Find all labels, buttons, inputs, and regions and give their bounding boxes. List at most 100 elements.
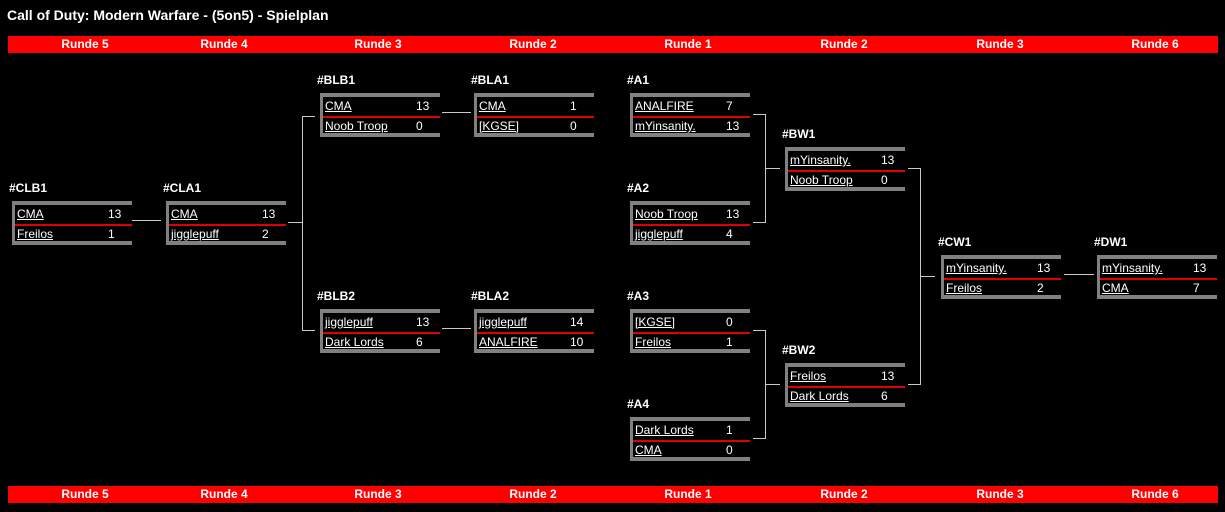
round-label: Runde 3 — [976, 37, 1024, 51]
page-title: Call of Duty: Modern Warfare - (5on5) - … — [7, 7, 329, 23]
team-score: 1 — [726, 335, 733, 349]
team-link[interactable]: Noob Troop — [635, 207, 698, 221]
team-link[interactable]: Dark Lords — [790, 389, 849, 403]
team-link[interactable]: CMA — [1102, 281, 1129, 295]
team-row: jigglepuff 2 — [171, 226, 286, 243]
team-score: 13 — [726, 207, 740, 221]
team-score: 10 — [570, 335, 584, 349]
match-label-bla2: #BLA2 — [471, 289, 510, 303]
match-label-clb1: #CLB1 — [9, 181, 48, 195]
team-score: 2 — [262, 227, 269, 241]
team-link[interactable]: jigglepuff — [171, 227, 219, 241]
team-link[interactable]: [KGSE] — [479, 119, 520, 133]
team-score: 4 — [726, 227, 733, 241]
row-separator — [788, 386, 905, 388]
connector-line — [753, 330, 765, 331]
team-link[interactable]: CMA — [171, 207, 198, 221]
team-row: CMA 13 — [17, 206, 132, 223]
round-label: Runde 2 — [820, 37, 868, 51]
team-score: 0 — [570, 119, 577, 133]
team-row: mYinsanity.13 — [635, 118, 750, 135]
team-row: CMA 1 — [479, 98, 594, 115]
round-label: Runde 5 — [61, 37, 109, 51]
row-separator — [323, 116, 440, 118]
connector-line — [920, 276, 935, 277]
team-score: 13 — [881, 369, 895, 383]
team-row: CMA 13 — [325, 98, 440, 115]
team-score: 0 — [726, 315, 733, 329]
team-link[interactable]: CMA — [325, 99, 352, 113]
connector-line — [1064, 274, 1094, 275]
team-link[interactable]: jigglepuff — [325, 315, 373, 329]
team-link[interactable]: ANALFIRE — [479, 335, 538, 349]
round-label: Runde 1 — [664, 487, 712, 501]
team-score: 13 — [108, 207, 122, 221]
team-link[interactable]: Freilos — [790, 369, 827, 383]
team-link[interactable]: CMA — [17, 207, 44, 221]
team-score: 13 — [416, 99, 430, 113]
connector-line — [765, 168, 780, 169]
team-link[interactable]: Freilos — [17, 227, 54, 241]
round-label: Runde 2 — [509, 487, 557, 501]
team-row: Dark Lords 6 — [790, 388, 905, 405]
round-header-top: Runde 5 Runde 4 Runde 3 Runde 2 Runde 1 … — [8, 36, 1218, 53]
round-label: Runde 4 — [200, 37, 248, 51]
connector-line — [765, 384, 780, 385]
connector-line — [132, 220, 161, 221]
match-label-a3: #A3 — [627, 289, 650, 303]
row-separator — [477, 332, 594, 334]
team-link[interactable]: Freilos — [946, 281, 983, 295]
match-box-bw2: Freilos 13 Dark Lords 6 — [785, 363, 905, 407]
team-link[interactable]: [KGSE] — [635, 315, 676, 329]
team-link[interactable]: CMA — [479, 99, 506, 113]
team-score: 1 — [570, 99, 577, 113]
team-link[interactable]: Dark Lords — [635, 423, 694, 437]
team-score: 13 — [881, 153, 895, 167]
team-score: 1 — [108, 227, 115, 241]
round-label: Runde 5 — [61, 487, 109, 501]
team-link[interactable]: Dark Lords — [325, 335, 384, 349]
team-row: [KGSE] 0 — [635, 314, 750, 331]
row-separator — [788, 170, 905, 172]
round-label: Runde 6 — [1131, 487, 1179, 501]
match-box-clb1: CMA 13 Freilos 1 — [12, 201, 132, 245]
match-label-cw1: #CW1 — [938, 235, 972, 249]
connector-line — [753, 222, 765, 223]
team-link[interactable]: Noob Troop — [790, 173, 853, 187]
team-link[interactable]: jigglepuff — [479, 315, 527, 329]
match-label-bw1: #BW1 — [782, 127, 816, 141]
team-row: mYinsanity. 13 — [790, 152, 905, 169]
team-link[interactable]: mYinsanity. — [1102, 261, 1163, 275]
round-label: Runde 3 — [976, 487, 1024, 501]
connector-line — [753, 114, 765, 115]
match-label-cla1: #CLA1 — [163, 181, 202, 195]
team-score: 6 — [881, 389, 888, 403]
team-link[interactable]: mYinsanity. — [946, 261, 1007, 275]
connector-line — [908, 384, 920, 385]
team-link[interactable]: mYinsanity. — [790, 153, 851, 167]
team-link[interactable]: Noob Troop — [325, 119, 388, 133]
team-row: Freilos 1 — [17, 226, 132, 243]
team-link[interactable]: mYinsanity. — [635, 119, 696, 133]
team-row: jigglepuff 4 — [635, 226, 750, 243]
team-link[interactable]: jigglepuff — [635, 227, 683, 241]
team-row: mYinsanity.13 — [1102, 260, 1217, 277]
match-label-blb2: #BLB2 — [317, 289, 356, 303]
match-label-blb1: #BLB1 — [317, 73, 356, 87]
team-link[interactable]: ANALFIRE — [635, 99, 694, 113]
row-separator — [15, 224, 132, 226]
team-link[interactable]: CMA — [635, 443, 662, 457]
team-link[interactable]: Freilos — [635, 335, 672, 349]
team-row: [KGSE] 0 — [479, 118, 594, 135]
